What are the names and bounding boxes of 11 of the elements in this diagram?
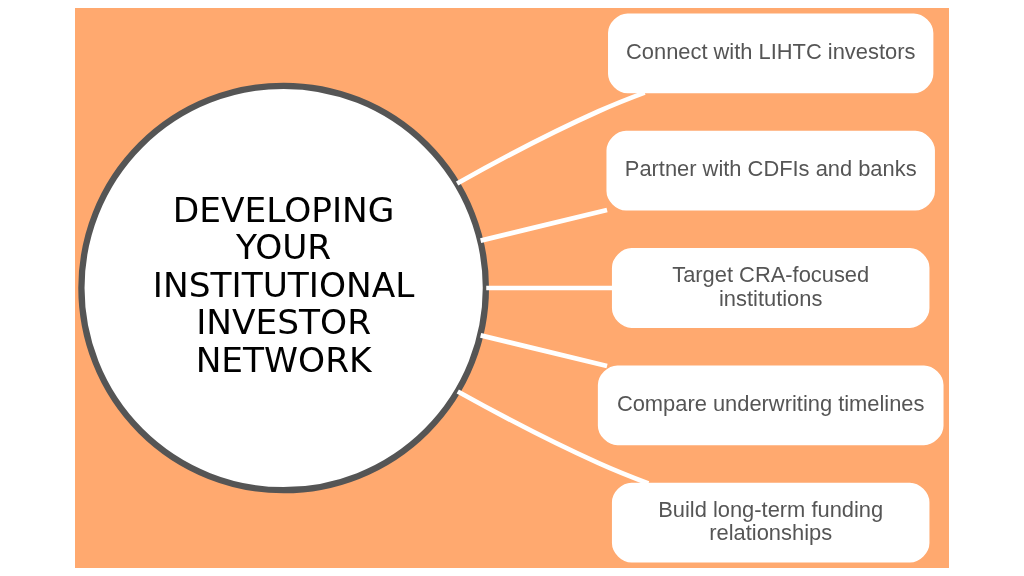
- node-box: Target CRA-focused institutions: [611, 248, 930, 328]
- node-box: Build long-term funding relationships: [611, 482, 930, 563]
- connector: [456, 389, 650, 486]
- node-box: Compare underwriting timelines: [597, 365, 944, 446]
- node-circle: DEVELOPING YOUR INSTITUTIONAL INVESTOR NETWORK: [78, 82, 489, 494]
- connector: [486, 285, 613, 291]
- node-box: Connect with LIHTC investors: [608, 13, 934, 94]
- connector: [480, 207, 608, 243]
- connector: [480, 333, 608, 369]
- node-box: Partner with CDFIs and banks: [606, 130, 935, 211]
- connector: [456, 90, 646, 186]
